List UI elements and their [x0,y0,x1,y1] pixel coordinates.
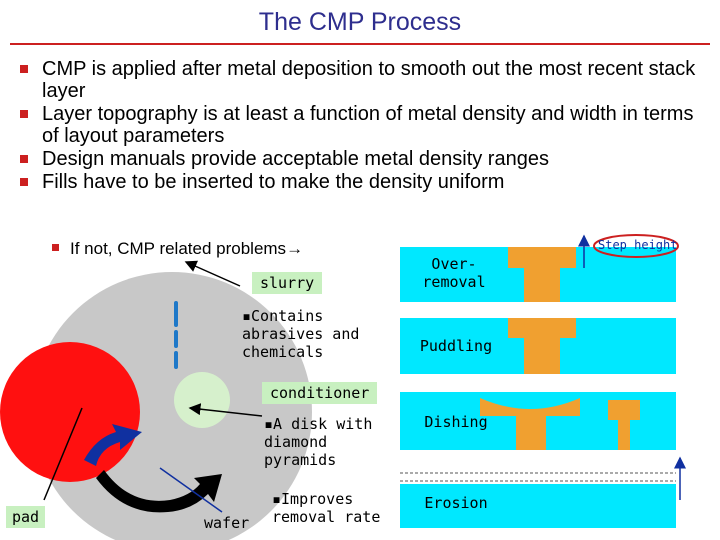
step-height-highlight [593,234,679,258]
slurry-leader [184,260,241,287]
conditioner-note-line: diamond [264,433,328,451]
rotation-arrow [84,424,142,466]
bullet-list: CMP is applied after metal deposition to… [18,58,708,194]
panel-label-line: removal [422,273,486,291]
conditioner-leader [188,403,263,417]
conditioner-label: conditioner [262,382,378,404]
right-arrow-icon: → [286,239,304,258]
bullet-item: Fills have to be inserted to make the de… [18,171,708,193]
pad-leader [43,407,83,501]
slide-title: The CMP Process [258,8,462,36]
conditioner-note: ▪A disk with diamond pyramids [264,415,394,469]
slurry-label: slurry [252,272,323,294]
pad-label: pad [6,506,46,528]
sub-bullet: If not, CMP related problems→ [50,239,303,259]
title-divider [10,43,710,45]
wafer-note-line: ▪Improves [272,490,354,508]
metal-line [508,247,576,302]
slurry-note-line: abrasives and [242,325,360,343]
conditioner-disk [174,372,230,428]
bullet-item: Design manuals provide acceptable metal … [18,148,708,170]
wafer-leader [159,467,223,513]
conditioner-note-line: pyramids [264,451,337,469]
rotation-arrow [96,470,222,513]
slurry-note-line: chemicals [242,343,324,361]
bullet-item: Layer topography is at least a function … [18,103,708,147]
panel-label-erosion: Erosion [424,494,488,512]
dished-metal [480,398,580,450]
sub-bullet-text: If not, CMP related problems [70,239,287,258]
slurry-note-line: ▪Contains [242,307,324,325]
wafer-note: ▪Improves removal rate [272,490,397,526]
panel-label-line: Over- [431,255,477,273]
wafer-note-line: removal rate [272,508,381,526]
step-height-label: Step height [598,238,678,252]
metal-line [608,400,640,450]
panel-erosion [400,484,676,528]
wafer-label: wafer [204,514,250,532]
pad [0,342,140,482]
panel-label-dishing: Dishing [424,413,488,431]
conditioner-note-line: ▪A disk with [264,415,373,433]
bullet-item: CMP is applied after metal deposition to… [18,58,708,102]
panel-label-puddling: Puddling [419,337,493,355]
slurry-note: ▪Contains abrasives and chemicals [242,307,392,361]
panel-label-overremoval: Over- removal [404,255,504,291]
metal-line [508,318,576,374]
